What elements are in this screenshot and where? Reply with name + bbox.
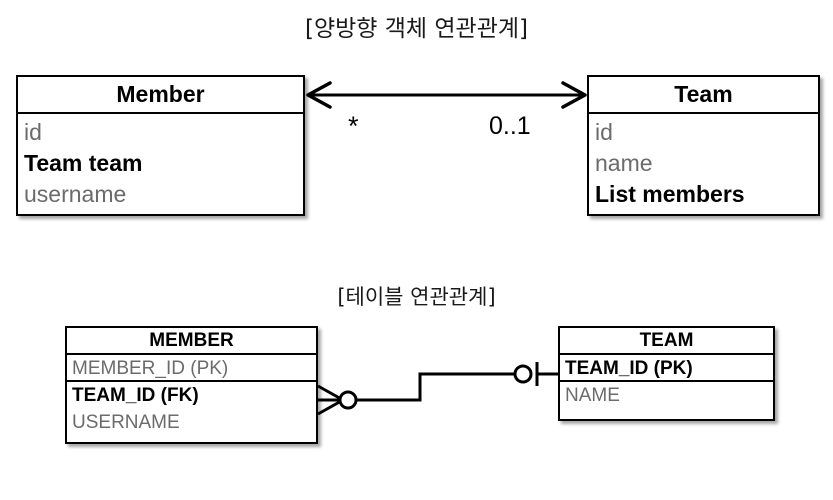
table-box-team[interactable]: TEAM TEAM_ID (PK) NAME: [558, 326, 775, 421]
table-row: MEMBER_ID (PK): [67, 355, 316, 382]
zero-circle-symbol: [338, 390, 358, 410]
class-box-member[interactable]: Member id Team team username: [16, 75, 305, 216]
object-section-title: [양방향 객체 연관관계]: [304, 16, 528, 42]
attribute-row: name: [595, 150, 653, 176]
table-box-member[interactable]: MEMBER MEMBER_ID (PK) TEAM_ID (FK) USERN…: [65, 326, 318, 444]
attribute-row: username: [24, 181, 127, 207]
table-section-title: [테이블 연관관계]: [337, 285, 496, 309]
table-row: TEAM_ID (FK): [72, 385, 199, 406]
attribute-row: Team team: [24, 150, 143, 176]
class-box-team-attributes: id name List members: [589, 114, 818, 210]
class-box-team[interactable]: Team id name List members: [587, 75, 820, 216]
crows-foot-many-symbol: [317, 384, 344, 416]
class-box-member-title: Member: [18, 77, 303, 114]
class-box-team-title: Team: [589, 77, 818, 114]
multiplicity-target: 0..1: [489, 112, 531, 140]
table-box-team-columns: TEAM_ID (PK) NAME: [560, 355, 773, 409]
table-row: TEAM_ID (PK): [560, 355, 773, 382]
table-row: USERNAME: [72, 412, 180, 433]
attribute-row: id: [24, 119, 42, 145]
attribute-row: List members: [595, 181, 745, 207]
table-box-member-columns: MEMBER_ID (PK) TEAM_ID (FK) USERNAME: [67, 355, 316, 436]
table-box-member-title: MEMBER: [67, 328, 316, 355]
multiplicity-source: *: [348, 111, 359, 141]
table-row: NAME: [565, 385, 620, 406]
class-box-member-attributes: id Team team username: [18, 114, 303, 210]
table-box-team-title: TEAM: [560, 328, 773, 355]
attribute-row: id: [595, 119, 613, 145]
zero-circle-symbol: [513, 364, 533, 384]
